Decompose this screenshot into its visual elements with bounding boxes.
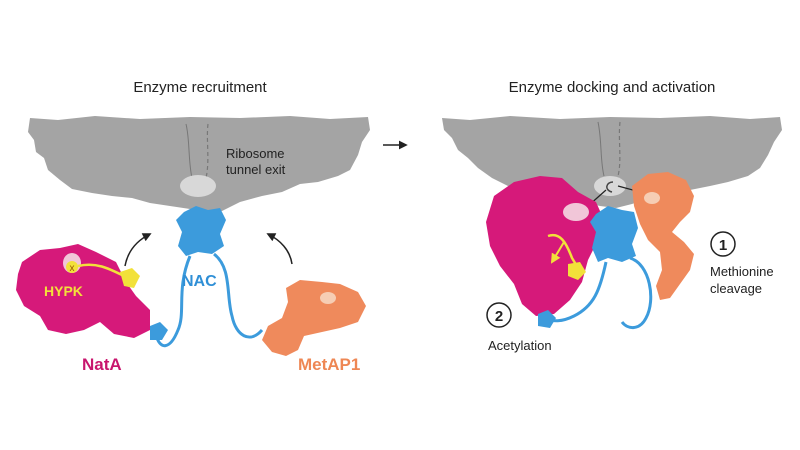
- nata-left: [16, 244, 150, 338]
- step1-number: 1: [719, 237, 727, 254]
- nac-right: [590, 206, 638, 262]
- metap1-right: [632, 172, 694, 300]
- tunnel-line-left: [185, 123, 193, 179]
- nascent-chain-hook: [606, 181, 614, 193]
- step1-label-line2: cleavage: [710, 281, 762, 296]
- hypk-domain: [120, 268, 140, 288]
- nac-tail-right-2: [620, 256, 653, 329]
- tunnel-exit-left: [180, 175, 216, 197]
- nac-domain-small-left: [150, 322, 168, 340]
- hypk-mark: x: [70, 263, 75, 274]
- tunnel-line-right: [597, 121, 605, 177]
- nata-right: [486, 176, 604, 316]
- step2-badge: [486, 302, 512, 328]
- right-panel: 1 Methionine cleavage 2 Acetylation: [442, 116, 782, 353]
- hypk-mark-circle: [66, 261, 78, 273]
- step2-number: 2: [495, 308, 503, 325]
- nac-domain-small-right: [538, 310, 556, 328]
- nac-tail-left-2: [212, 252, 264, 339]
- left-panel: Ribosome tunnel exit NAC x HYPK NatA Met…: [16, 116, 370, 374]
- hypk-label: HYPK: [44, 283, 83, 299]
- hypk-domain-right: [568, 262, 586, 280]
- step2-label: Acetylation: [488, 338, 552, 353]
- nac-label-left: NAC: [182, 273, 217, 290]
- right-panel-title: Enzyme docking and activation: [509, 79, 716, 96]
- hypk-chain-right: [547, 233, 580, 269]
- nac-tail-left-1: [154, 255, 192, 348]
- nac-left: [176, 206, 226, 256]
- ribosome-label-line1: Ribosome: [226, 146, 285, 161]
- tunnel-dashed-left: [205, 123, 209, 179]
- step1-badge: [710, 231, 736, 257]
- left-panel-title: Enzyme recruitment: [133, 79, 267, 96]
- recruit-arrow-nata: [124, 233, 152, 267]
- acetylation-arrow: [550, 241, 565, 264]
- metap1-site-left: [320, 292, 336, 304]
- step1-label-line1: Methionine: [710, 264, 774, 279]
- ribosome-label-line2: tunnel exit: [226, 162, 286, 177]
- metap1-label: MetAP1: [298, 355, 360, 374]
- ribosome-left: [28, 116, 370, 212]
- nata-label-left: NatA: [82, 355, 122, 374]
- metap1-left: [262, 280, 366, 356]
- hypk-chain: [77, 263, 125, 278]
- recruit-arrow-metap1: [266, 233, 293, 265]
- metap1-site-right: [644, 192, 660, 204]
- tunnel-exit-right: [594, 176, 626, 196]
- nata-pocket-right: [563, 203, 589, 221]
- tunnel-dashed-right: [617, 121, 621, 177]
